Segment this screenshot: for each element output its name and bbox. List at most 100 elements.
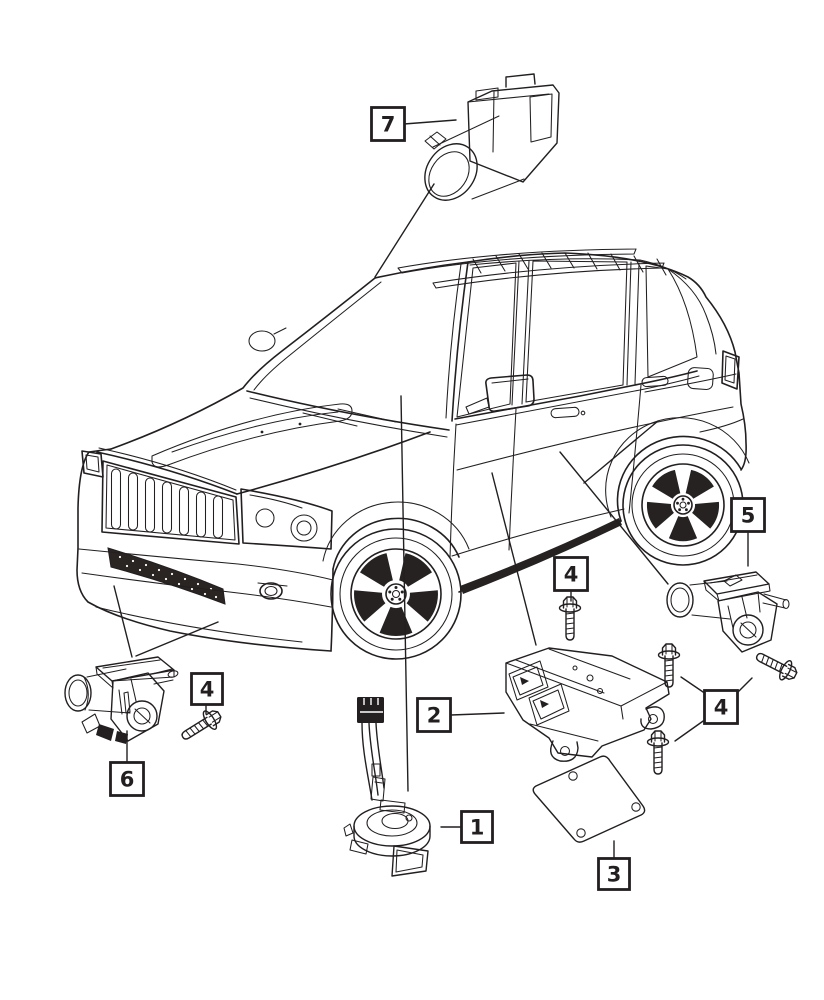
part-6-impact-sensor	[64, 656, 179, 744]
bumper-skid-line	[95, 606, 303, 643]
rear-wheel	[622, 444, 744, 566]
callout-7: 7	[370, 106, 406, 142]
connector-outer	[666, 582, 694, 618]
side-mirror-arm	[465, 378, 529, 415]
mount-plate-edges	[95, 659, 175, 689]
callout-4-right: 4	[703, 689, 739, 725]
rear-door-glass	[525, 260, 628, 403]
bolt-icon	[646, 730, 670, 775]
body-crease	[456, 406, 734, 471]
callout-4-number: 4	[714, 696, 729, 720]
rear-wheel-arch	[616, 435, 742, 522]
sensor-top-tab	[505, 73, 536, 88]
leader-lines	[113, 119, 753, 859]
leader-2-box	[450, 712, 505, 716]
leader-car-to-6b	[135, 621, 219, 657]
headlight-housing	[240, 488, 333, 550]
callout-4-box	[703, 689, 739, 725]
fog-light-bracket	[257, 582, 288, 587]
drum-side	[353, 825, 431, 857]
far-headlight	[81, 450, 104, 478]
callout-6-number: 6	[120, 768, 135, 792]
leader-car-to-5a	[559, 451, 669, 585]
connector-body	[689, 580, 731, 620]
rear-bumper-line	[699, 418, 744, 433]
bracket-details	[118, 678, 137, 715]
callout-4-box	[553, 556, 589, 592]
stud-lines	[762, 593, 787, 609]
part-3-mounting-plate	[532, 755, 646, 843]
callout-4-left: 4	[190, 672, 224, 706]
callout-4-box	[190, 672, 224, 706]
boss-slot	[740, 622, 757, 638]
roof-rail-near	[432, 262, 665, 289]
quarter-glass	[645, 265, 698, 378]
hood-front-edge	[96, 451, 238, 495]
connector-barrel-outer	[424, 143, 478, 201]
connector-teeth	[360, 698, 383, 713]
tail-lamp-inner	[724, 355, 736, 384]
wires	[361, 722, 385, 801]
top-boss-2	[596, 687, 604, 695]
leader-7-to-car	[374, 183, 435, 278]
callout-2-box	[416, 697, 452, 733]
left-tab	[349, 839, 369, 855]
headlight-projector	[290, 514, 318, 542]
beltline	[454, 370, 698, 420]
a-pillar-near	[451, 261, 469, 422]
sensor-latch	[475, 87, 499, 101]
barrel-clip	[424, 131, 447, 150]
tail-lamp	[721, 350, 740, 390]
hood-power-dome	[151, 403, 353, 468]
washer-nozzle	[298, 422, 302, 426]
base-foot-inner	[395, 849, 424, 873]
connector-body	[83, 668, 131, 714]
mount-ear-bottom	[550, 740, 579, 762]
top-boss-3	[572, 665, 578, 671]
grille-inner	[105, 464, 236, 541]
headlight-bulb	[255, 508, 275, 528]
callout-6: 6	[109, 761, 145, 797]
inline-connector	[370, 776, 386, 802]
callout-3: 3	[597, 857, 631, 891]
leader-car-to-2	[491, 472, 537, 646]
bumper-crease-2	[81, 572, 332, 608]
callout-5-number: 5	[741, 504, 756, 528]
clip-1	[96, 724, 114, 741]
module-body	[505, 647, 670, 758]
sensor-body-lines	[467, 91, 550, 153]
bumper-crease-1	[78, 548, 334, 581]
connector-barrel-inner	[428, 151, 470, 197]
callout-1-number: 1	[470, 816, 485, 840]
leader-car-to-5b	[583, 420, 659, 484]
bolt-icon	[176, 704, 226, 747]
callout-1: 1	[460, 810, 494, 844]
part-4-bolts	[176, 596, 801, 775]
front-bumper-outline	[76, 448, 332, 652]
washer-nozzle	[260, 430, 264, 434]
far-headlight-inner	[85, 454, 100, 473]
front-door-edge	[449, 423, 457, 559]
fog-light	[259, 582, 283, 600]
callout-1-box	[460, 810, 494, 844]
c-pillar	[626, 261, 640, 386]
stud-tip	[167, 670, 179, 678]
leader-4c-a	[680, 676, 707, 695]
fog-light-inner	[264, 585, 278, 597]
connector-inner	[670, 587, 690, 613]
leader-7-to-part	[403, 119, 457, 125]
sensor-boss	[126, 700, 158, 732]
sensor-side-panel	[529, 93, 553, 143]
sensor-boss-inner	[739, 621, 757, 639]
ear-hole-1	[559, 745, 571, 757]
sensor-boss	[732, 614, 764, 646]
connector-socket-1	[508, 660, 549, 701]
callout-5-box	[730, 497, 766, 533]
base-foot	[391, 845, 429, 877]
front-fender-flare	[322, 501, 470, 562]
top-clip	[723, 574, 743, 587]
part-7-impact-sensor	[424, 73, 560, 201]
plate-outline	[532, 755, 646, 843]
connector-outer	[64, 674, 92, 712]
